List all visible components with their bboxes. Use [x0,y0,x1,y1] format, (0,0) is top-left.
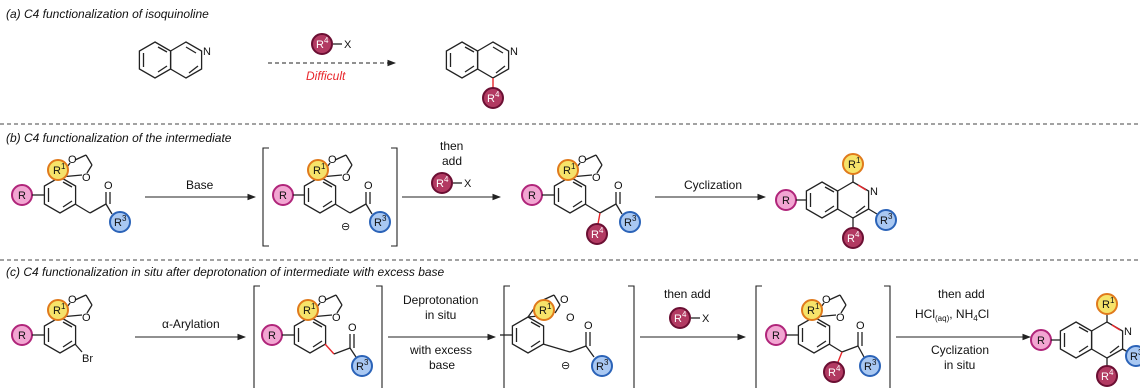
svg-text:O: O [318,294,327,306]
svg-text:O: O [348,322,357,334]
cyclization-in-situ-1: Cyclization [931,343,989,357]
svg-text:R3: R3 [596,358,609,373]
svg-text:R: R [1037,335,1045,347]
section-b-title: (b) C4 functionalization of the intermed… [6,131,232,145]
deprot-label-4: base [429,358,455,372]
svg-text:R4: R4 [316,36,329,51]
svg-text:R3: R3 [624,214,637,229]
svg-text:O: O [104,180,113,192]
svg-text:R3: R3 [356,358,369,373]
svg-text:X: X [702,313,710,325]
svg-text:R: R [268,330,276,342]
svg-text:O: O [856,320,865,332]
svg-text:O: O [836,312,845,324]
deprot-label-1: Deprotonation [403,293,478,307]
svg-text:R1: R1 [53,302,66,317]
svg-text:O: O [364,180,373,192]
svg-text:O: O [82,312,91,324]
reagent-r4x: R4 X [311,33,352,55]
nitrogen-atom: N [203,46,211,58]
svg-text:R1: R1 [1102,296,1115,311]
section-a-title: (a) C4 functionalization of isoquinoline [6,7,209,21]
svg-text:O: O [68,294,77,306]
svg-text:R1: R1 [807,302,820,317]
svg-text:N: N [510,46,518,58]
svg-text:R3: R3 [1130,348,1140,363]
svg-text:R4: R4 [487,90,500,105]
difficult-label: Difficult [306,69,346,83]
svg-text:O: O [566,312,575,324]
svg-text:R4: R4 [847,230,860,245]
svg-text:R3: R3 [880,212,893,227]
svg-text:R4: R4 [436,175,449,190]
reagent-r4x-c: R4 X [669,307,710,329]
svg-text:R3: R3 [114,214,127,229]
then-label: then [440,139,463,153]
svg-text:O: O [560,294,569,306]
svg-text:R4: R4 [591,226,604,241]
svg-text:R4: R4 [828,364,841,379]
c-arylated-ketone: R R1 O O O R3 [253,285,383,388]
svg-text:R4: R4 [1101,368,1114,383]
c4-isoquinoline-product: N R4 [445,41,518,109]
b-starting-material: R R1 O O O R3 [11,154,131,233]
deprot-label-2: in situ [425,308,456,322]
svg-text:N: N [1124,326,1132,338]
cyclization-in-situ-2: in situ [944,358,975,372]
svg-text:N: N [870,186,878,198]
b-enolate-intermediate: R R1 O O O ⊖ R3 [262,147,398,247]
c-aryl-bromide: R R1 O O Br [11,294,93,365]
hcl-nh4cl-label: HCl(aq), NH4Cl [915,307,989,323]
svg-text:O: O [342,172,351,184]
svg-text:O: O [592,172,601,184]
svg-text:⊖: ⊖ [341,221,350,233]
svg-text:Br: Br [82,353,93,365]
svg-text:R3: R3 [864,358,877,373]
svg-text:R: R [18,190,26,202]
svg-text:O: O [584,320,593,332]
svg-text:R: R [279,190,287,202]
svg-text:O: O [82,172,91,184]
svg-text:O: O [822,294,831,306]
svg-text:X: X [464,178,472,190]
svg-text:O: O [614,180,623,192]
svg-text:R1: R1 [563,162,576,177]
c-enolate-intermediate: R1 O O O ⊖ R3 [500,285,635,388]
then-add-label-2: then add [938,287,985,301]
c-isoquinoline-product: R N R1 R3 R4 [1030,293,1140,387]
isoquinoline-structure: N [138,41,211,79]
svg-text:O: O [578,154,587,166]
svg-text:R3: R3 [374,214,387,229]
svg-text:R1: R1 [848,156,861,171]
svg-text:R1: R1 [53,162,66,177]
svg-text:R: R [18,330,26,342]
svg-text:R4: R4 [674,310,687,325]
svg-text:O: O [332,312,341,324]
svg-text:O: O [68,154,77,166]
reagent-r4x-b: R4 X [431,172,472,194]
svg-text:X: X [344,39,352,51]
add-label: add [442,154,462,168]
svg-text:O: O [328,154,337,166]
c-alkylated-intermediate: R R1 O O O R4 R3 [755,285,891,388]
svg-text:R: R [782,195,790,207]
section-c-title: (c) C4 functionalization in situ after d… [6,265,445,279]
svg-text:R: R [528,190,536,202]
cyclization-label: Cyclization [684,178,742,192]
then-add-label: then add [664,287,711,301]
svg-text:R1: R1 [539,302,552,317]
b-isoquinoline-product: R N R1 R3 R4 [775,153,897,249]
svg-text:R1: R1 [313,162,326,177]
svg-text:R1: R1 [303,302,316,317]
svg-text:⊖: ⊖ [561,360,570,372]
deprot-label-3: with excess [409,343,472,357]
b-alkylated-intermediate: R R1 O O O R4 R3 [521,154,641,245]
base-label: Base [186,178,214,192]
arylation-label: α-Arylation [162,317,220,331]
svg-text:R: R [772,330,780,342]
